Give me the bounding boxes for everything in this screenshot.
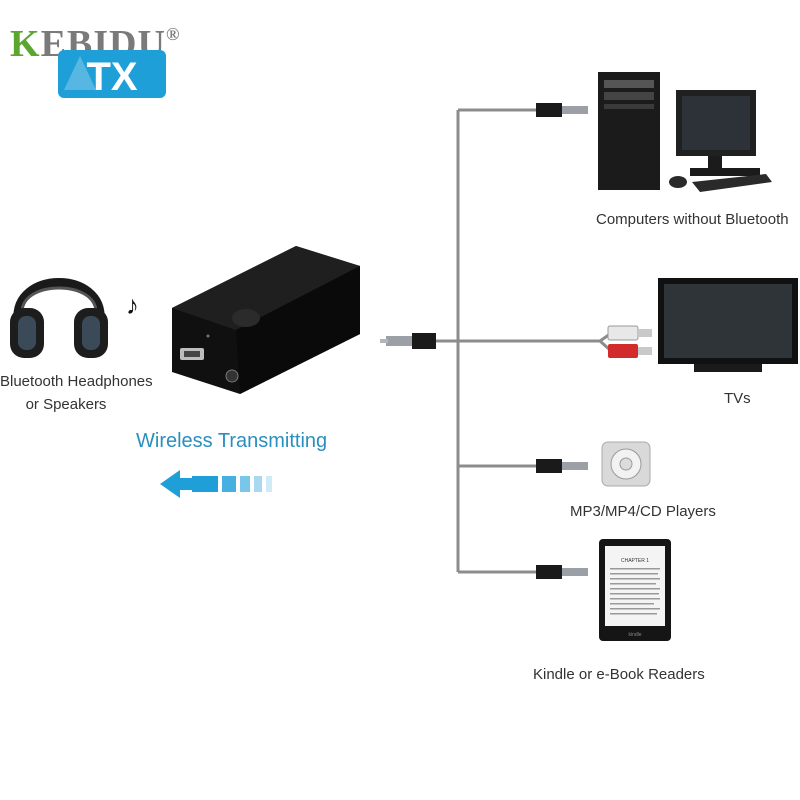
ebook-reader-icon: CHAPTER 1 kindle <box>599 539 671 641</box>
headphones-icon <box>10 278 108 358</box>
tv-label: TVs <box>724 390 751 407</box>
wireless-caption: Wireless Transmitting <box>136 430 328 452</box>
mp3-audio-plug-icon <box>536 459 588 473</box>
tx-badge-text: TX <box>86 55 137 98</box>
tv-icon <box>658 278 798 372</box>
audio-jack <box>225 369 239 383</box>
wireless-arrow-icon <box>160 470 272 498</box>
computer-label: Computers without Bluetooth <box>596 211 789 228</box>
power-button <box>232 309 260 327</box>
desktop-computer-icon <box>598 72 772 192</box>
bluetooth-transmitter-device <box>172 246 360 394</box>
headphones-label: Bluetooth Headphones or Speakers <box>0 373 153 413</box>
ereader-label: Kindle or e-Book Readers <box>533 666 705 683</box>
registered-mark: ® <box>165 24 181 44</box>
headphones-label-line1: Bluetooth Headphones <box>0 373 153 390</box>
computer-audio-plug-icon <box>536 103 588 117</box>
rca-plugs-icon <box>607 325 652 358</box>
headphones-label-line2: or Speakers <box>25 396 107 413</box>
ereader-audio-plug-icon <box>536 565 588 579</box>
tx-badge: TX <box>58 50 166 98</box>
main-audio-plug-icon <box>380 333 436 349</box>
svg-text:kindle: kindle <box>628 632 641 638</box>
brand-initial: K <box>10 23 41 65</box>
mp3-label: MP3/MP4/CD Players <box>570 503 716 520</box>
ereader-screen-heading: CHAPTER 1 <box>621 558 649 564</box>
mp3-player-icon <box>601 441 651 487</box>
music-note-icon: ♪ <box>126 290 139 320</box>
